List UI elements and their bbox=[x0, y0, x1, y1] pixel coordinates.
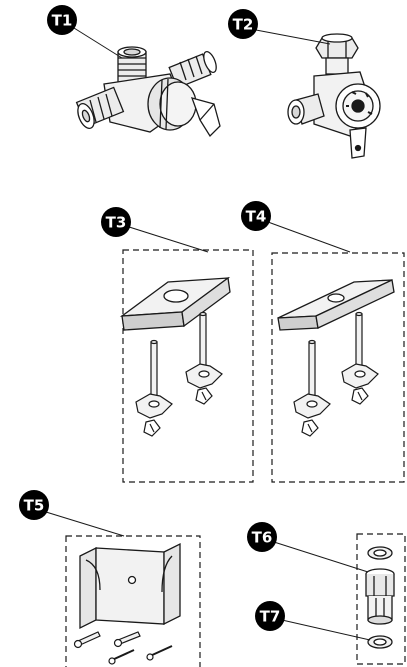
compression-fitting-t6 bbox=[365, 546, 395, 625]
callout-t1-label: T1 bbox=[52, 12, 73, 30]
callout-t4: T4 bbox=[241, 201, 271, 231]
mixing-valve-t1 bbox=[75, 46, 221, 138]
leader-line-t5 bbox=[45, 511, 125, 537]
washer-t7 bbox=[367, 635, 393, 649]
leader-line-t2 bbox=[255, 29, 331, 45]
kit-box-t3 bbox=[122, 249, 254, 483]
screws-and-anchors-t5 bbox=[73, 631, 173, 665]
leader-line-t1 bbox=[73, 27, 123, 59]
callout-t6: T6 bbox=[247, 522, 277, 552]
callout-t5: T5 bbox=[19, 490, 49, 520]
callout-t3-label: T3 bbox=[106, 214, 127, 232]
callout-t6-label: T6 bbox=[252, 529, 273, 547]
callout-t2: T2 bbox=[228, 9, 258, 39]
supply-valve-t2 bbox=[287, 33, 381, 159]
mounting-hardware-t4 bbox=[293, 311, 379, 437]
leader-line-t4 bbox=[267, 221, 351, 253]
kit-box-t6 bbox=[356, 533, 406, 665]
mounting-hardware-t3 bbox=[135, 311, 223, 437]
leader-line-t7 bbox=[281, 619, 371, 641]
leader-line-t3 bbox=[125, 225, 209, 253]
callout-t2-label: T2 bbox=[233, 16, 254, 34]
callout-t5-label: T5 bbox=[24, 497, 45, 515]
kit-box-t5 bbox=[65, 535, 201, 667]
callout-t1: T1 bbox=[47, 5, 77, 35]
callout-t7: T7 bbox=[255, 601, 285, 631]
callout-t4-label: T4 bbox=[246, 208, 267, 226]
deck-plate-t3 bbox=[119, 276, 231, 331]
deck-plate-t4 bbox=[277, 279, 395, 331]
callout-t3: T3 bbox=[101, 207, 131, 237]
mounting-bracket-t5 bbox=[79, 542, 181, 630]
callout-t7-label: T7 bbox=[260, 608, 281, 626]
kit-box-t4 bbox=[271, 252, 405, 483]
leader-line-t6 bbox=[273, 541, 369, 573]
